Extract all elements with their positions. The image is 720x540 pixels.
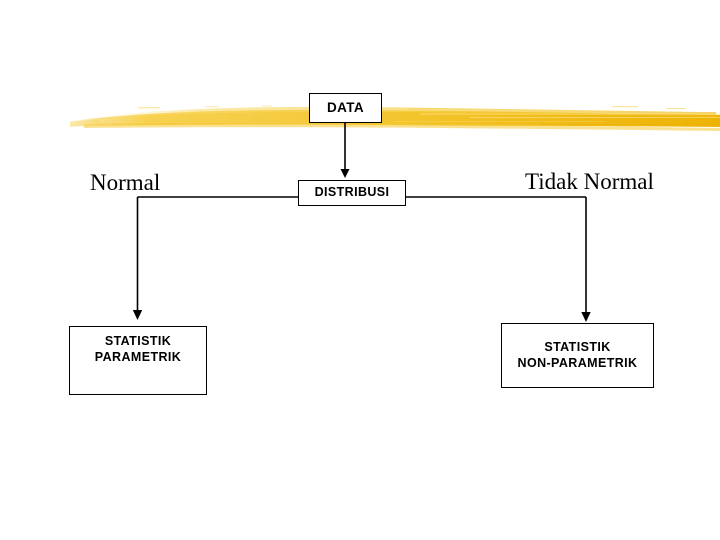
node-distribusi-label: DISTRIBUSI: [314, 185, 390, 200]
node-statistik-non-parametrik-line1: STATISTIK: [544, 339, 611, 354]
node-statistik-parametrik-text: STATISTIK PARAMETRIK: [95, 334, 181, 365]
node-statistik-parametrik-line2: PARAMETRIK: [94, 349, 182, 364]
node-statistik-non-parametrik: STATISTIK NON-PARAMETRIK: [501, 323, 654, 388]
branch-label-tidak-normal: Tidak Normal: [525, 169, 654, 194]
node-data-label: DATA: [326, 99, 365, 115]
node-statistik-non-parametrik-line2: NON-PARAMETRIK: [517, 355, 638, 370]
node-statistik-non-parametrik-text: STATISTIK NON-PARAMETRIK: [518, 340, 638, 371]
node-data: DATA: [309, 93, 382, 123]
node-distribusi: DISTRIBUSI: [298, 180, 406, 206]
node-statistik-parametrik: STATISTIK PARAMETRIK: [69, 326, 207, 395]
branch-label-normal: Normal: [90, 170, 161, 195]
node-statistik-parametrik-line1: STATISTIK: [104, 334, 172, 348]
